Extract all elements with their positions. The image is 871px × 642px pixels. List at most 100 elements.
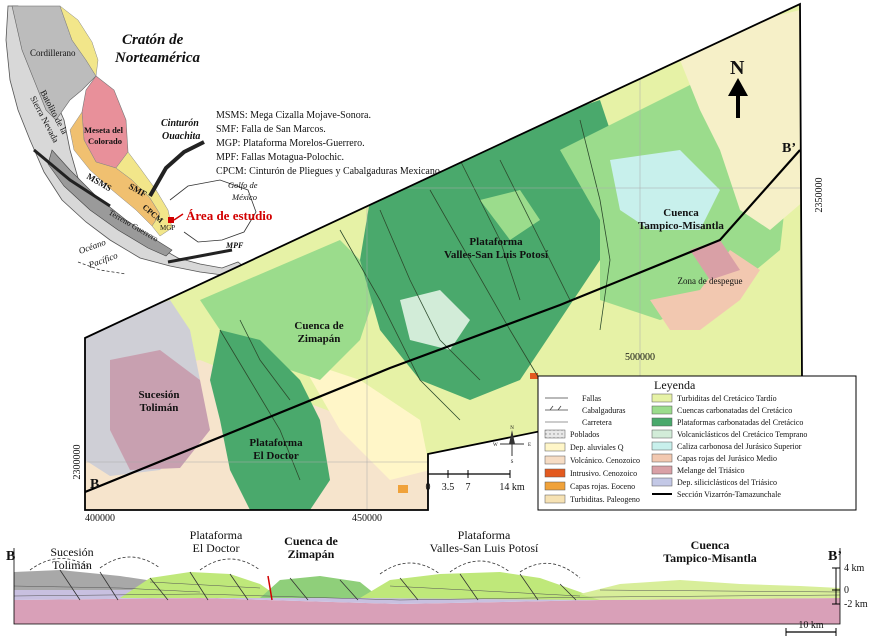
- legend-label-seccion: Sección Vizarrón-Tamazunchale: [677, 490, 781, 499]
- inset-pacific-line: [77, 261, 127, 275]
- study-area-pointer: [173, 213, 184, 221]
- map-faults: [219, 119, 611, 481]
- legend-swatch-melange: [651, 465, 673, 475]
- section-valles-label-2: Valles-San Luis Potosí: [430, 541, 539, 555]
- map-tolima-label-1: Sucesión: [139, 389, 180, 401]
- map-doctor-platform: [210, 330, 330, 510]
- legend-label-siliciclasticos: Dep. siliciclásticos del Triásico: [677, 478, 777, 487]
- legend-swatch-capas-rojas-jurasico: [651, 453, 673, 463]
- map-bprime-label: B’: [782, 141, 796, 156]
- legend-label-aluviales: Dep. aluviales Q: [570, 443, 624, 452]
- mgp-label: MGP: [160, 224, 175, 232]
- legend-label-plataformas: Plataformas carbonatadas del Cretácico: [677, 418, 803, 427]
- scale-label-2: 7: [466, 482, 471, 493]
- craton-label-2: Norteamérica: [114, 50, 200, 66]
- section-layers: [14, 581, 840, 601]
- map-tampico-label-2: Tampico-Misantla: [638, 220, 724, 232]
- legend-label-caliza: Caliza carbonosa del Jurásico Superior: [677, 442, 802, 451]
- compass-e: E: [528, 443, 531, 448]
- depth-label-2km: -2 km: [844, 599, 868, 610]
- compass-n: N: [510, 426, 514, 431]
- meseta-label-2: Colorado: [88, 136, 122, 146]
- study-area-marker: [168, 217, 174, 223]
- abbrev-cpcm: CPCM: Cinturón de Pliegues y Cabalgadura…: [216, 166, 440, 177]
- legend-label-intrusivo: Intrusivo. Cenozoico: [570, 469, 637, 478]
- map-b-label: B: [90, 477, 99, 492]
- map-valles-label-1: Plataforma: [469, 236, 523, 248]
- legend-fallas-label: Fallas: [582, 394, 601, 403]
- legend-label-capas-rojas-eoceno: Capas rojas. Eoceno: [570, 482, 635, 491]
- map-despegue-label: Zona de despegue: [678, 276, 743, 286]
- oceano-label-1: Océano: [77, 237, 107, 256]
- section-zimapan-label-1: Cuenca de: [284, 534, 338, 548]
- section-tolima-label-1: Sucesión: [50, 545, 93, 559]
- legend-cabalgaduras-label: Cabalgaduras: [582, 406, 626, 415]
- abbrev-mgp: MGP: Plataforma Morelos-Guerrero.: [216, 138, 365, 149]
- legend-label-poblados: Poblados: [570, 430, 599, 439]
- legend-label-capas-rojas-jurasico: Capas rojas del Jurásico Medio: [677, 454, 777, 463]
- section-doctor-platform: [120, 572, 280, 598]
- study-area-label: Área de estudio: [186, 208, 272, 223]
- section-tampico-label-1: Cuenca: [691, 538, 730, 552]
- coord-x-450000: 450000: [352, 513, 382, 524]
- map-tolima-pink: [110, 350, 210, 470]
- abbrev-smf: SMF: Falla de San Marcos.: [216, 124, 326, 135]
- legend-swatch-plataformas: [651, 417, 673, 427]
- legend-label-cuencas: Cuencas carbonatadas del Cretácico: [677, 406, 792, 415]
- abbrev-msms: MSMS: Mega Cizalla Mojave-Sonora.: [216, 110, 371, 121]
- section-basement: [14, 598, 840, 624]
- map-redbeds-patch: [398, 485, 408, 493]
- section-valles-label-1: Plataforma: [458, 528, 511, 542]
- map-valles-label-2: Valles-San Luis Potosí: [444, 249, 549, 261]
- map-volcaniclastic-patch: [400, 290, 470, 350]
- map-frame: [84, 2, 803, 511]
- inset-map: Cratón de Norteamérica Cordillerano Bato…: [5, 5, 440, 277]
- legend-swatch-poblados: [544, 429, 566, 439]
- coord-y-2300000: 2300000: [72, 445, 83, 480]
- legend-swatch-cuencas: [651, 405, 673, 415]
- inset-gulf-coast: [169, 179, 257, 243]
- legend-label-melange: Melange del Triásico: [677, 466, 745, 475]
- section-scale-bar: 10 km: [785, 620, 837, 636]
- map-tampico-label-1: Cuenca: [663, 207, 699, 219]
- legend-swatch-aluviales: [544, 442, 566, 452]
- inset-mpf-line: [167, 248, 233, 264]
- legend-carretera-label: Carretera: [582, 418, 612, 427]
- legend-title: Leyenda: [654, 378, 696, 392]
- section-tampico-basin: [580, 580, 840, 600]
- legend-swatch-volcanico: [544, 455, 566, 465]
- ouachita-label-1: Cinturón: [161, 118, 199, 129]
- map-doctor-label-2: El Doctor: [253, 450, 299, 462]
- legend-swatch-capas-rojas-eoceno: [544, 481, 566, 491]
- scale-label-3: 14 km: [499, 482, 525, 493]
- section-valles-platform: [360, 572, 600, 600]
- coord-x-500000: 500000: [625, 352, 655, 363]
- section-frame: [13, 548, 841, 625]
- depth-label-0: 0: [844, 585, 849, 596]
- oceano-label-2: Pacífico: [86, 250, 119, 270]
- ouachita-label-2: Ouachita: [162, 131, 200, 142]
- legend-label-volcaniclasticos: Volcaniclásticos del Cretácico Temprano: [677, 430, 807, 439]
- map-caliza-carbonosa: [610, 150, 720, 230]
- map-alluvial-south: [300, 360, 430, 480]
- meseta-label-1: Meseta del: [84, 125, 124, 135]
- map-basin-patch: [480, 190, 540, 240]
- map-scale-bar: 0 3.5 7 14 km: [426, 470, 525, 493]
- golfo-label-2: México: [231, 192, 257, 202]
- depth-label-4km: 4 km: [844, 563, 865, 574]
- section-red-fault: [267, 575, 273, 601]
- legend-swatch-siliciclasticos: [651, 477, 673, 487]
- legend-label-turbiditas-cretacico: Turbiditas del Cretácico Tardío: [677, 394, 777, 403]
- cross-section: B B’ Sucesión Tolimán Plataforma El Doct…: [6, 528, 868, 636]
- mpf-label: MPF: [225, 241, 244, 250]
- section-doctor-label-1: Plataforma: [190, 528, 243, 542]
- legend-swatch-volcaniclasticos: [651, 429, 673, 439]
- legend-box: [537, 375, 857, 511]
- compass-w: W: [493, 443, 498, 448]
- north-arrow-head: [728, 78, 748, 96]
- scale-label-0: 0: [426, 482, 431, 493]
- map-zimapan-label-2: Zimapán: [298, 333, 341, 345]
- craton-label-1: Cratón de: [122, 32, 184, 48]
- inset-yellow-belt: [59, 5, 99, 77]
